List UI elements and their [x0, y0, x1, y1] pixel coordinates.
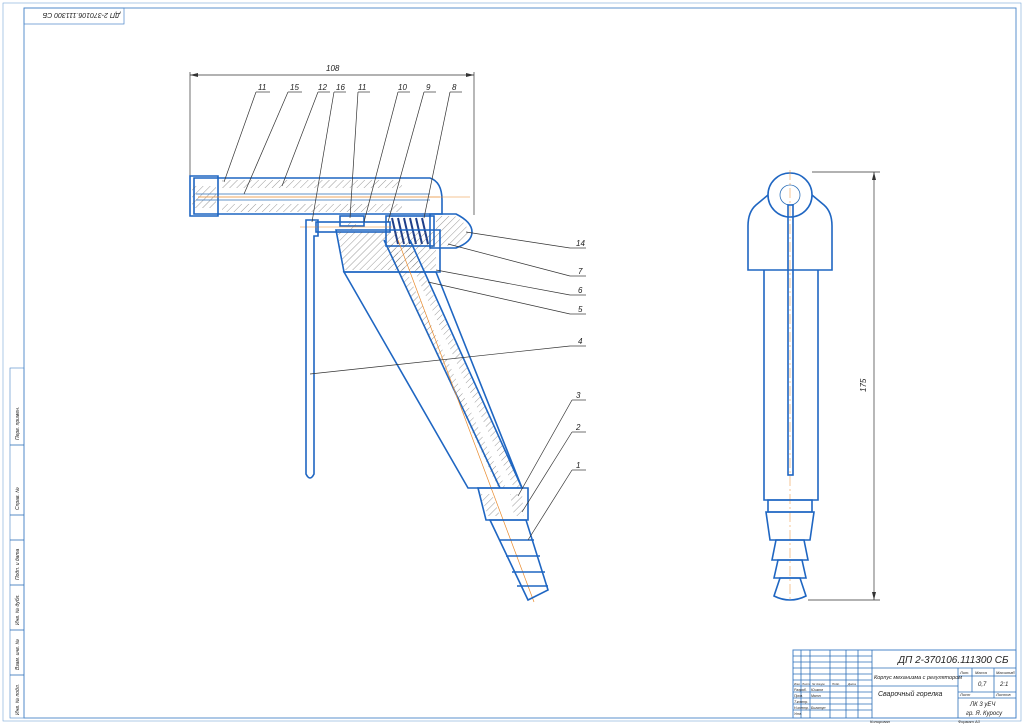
callout-2: 2 — [575, 423, 581, 432]
callout-4: 4 — [578, 337, 583, 346]
inner-frame — [23, 7, 1017, 719]
role-3: Н.контр. — [794, 706, 809, 710]
strip-label-2: Подп. и дата — [15, 548, 21, 580]
copy-label: Копировал — [870, 719, 891, 724]
doc-name: Сварочный горелка — [878, 690, 942, 698]
strip-label-3: Инв. № дубл. — [15, 594, 21, 625]
row-h-0: Изм. — [794, 682, 801, 686]
role-4: Утв. — [794, 712, 802, 716]
org-line-1: ЛК 3 уЕЧ — [969, 702, 996, 708]
scale-value: 2:1 — [999, 682, 1008, 688]
row-h-1: Лист — [801, 682, 810, 686]
callout-7: 7 — [578, 267, 583, 276]
corner-stamp: ДП 2-370106.111300 СБ — [42, 11, 121, 18]
lit-label: Лит. — [959, 670, 969, 675]
strip-label-6: Инв. № подл. — [15, 684, 21, 715]
doc-code: ДП 2-370106.111300 СБ — [897, 655, 1009, 666]
title-block: ДП 2-370106.111300 СБ Корпус механизма с… — [792, 649, 1017, 719]
row-h-3: Подп. — [832, 682, 840, 686]
name-1: Мятн — [811, 694, 821, 698]
callout-12: 12 — [318, 83, 327, 92]
corner-stamp-box — [23, 7, 125, 25]
dim-width: 108 — [326, 64, 340, 73]
role-0: Разраб. — [794, 688, 807, 692]
dim-height: 175 — [859, 378, 868, 392]
side-view: 175 — [747, 170, 880, 601]
org-line-2: гр. Я. Куросу — [966, 711, 1003, 717]
strip-label-1: Справ. № — [15, 487, 21, 510]
role-2: Т.контр. — [794, 700, 808, 704]
name-0: Юшков — [811, 688, 823, 692]
role-1: Пров. — [794, 694, 803, 698]
mass-label: Масса — [975, 670, 988, 675]
callout-15: 15 — [290, 83, 299, 92]
callout-9: 9 — [426, 83, 431, 92]
section-view: 10 8 — [189, 64, 586, 603]
row-h-2: № докум. — [812, 682, 825, 686]
callout-3: 3 — [576, 391, 581, 400]
format-label: Формат А3 — [958, 719, 981, 724]
callout-11a: 11 — [258, 83, 266, 92]
callout-6: 6 — [578, 286, 583, 295]
callout-16: 16 — [336, 83, 345, 92]
callout-14: 14 — [576, 239, 585, 248]
doc-subtitle: Корпус механизма с регулятором — [874, 675, 962, 681]
scale-label: Масштаб — [996, 670, 1015, 675]
name-3: Бигатун — [811, 706, 825, 710]
sheet-label: Лист — [959, 692, 971, 697]
callout-10: 10 — [398, 83, 407, 92]
sheets-label: Листов — [995, 692, 1011, 697]
callout-1: 1 — [576, 461, 580, 470]
callout-8: 8 — [452, 83, 457, 92]
row-h-4: Дата — [847, 682, 856, 686]
callout-5: 5 — [578, 305, 583, 314]
strip-label-0: Перв. примен. — [15, 407, 21, 440]
mass-value: 0,7 — [978, 682, 987, 688]
side-strip: Перв. примен. Справ. № Подп. и дата Инв.… — [9, 367, 25, 719]
strip-label-4: Взам. инв. № — [15, 638, 21, 670]
callout-11b: 11 — [358, 83, 366, 92]
